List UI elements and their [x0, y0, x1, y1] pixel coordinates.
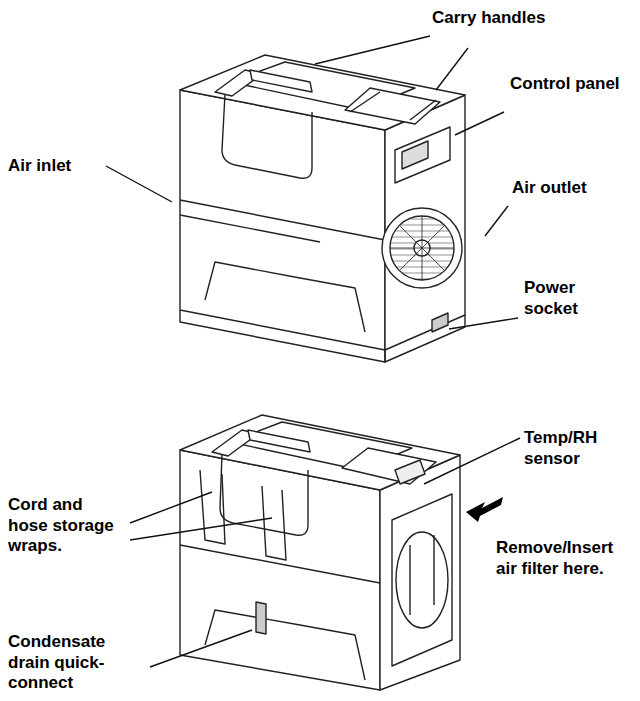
part-label: Temp/RH sensor: [524, 428, 634, 469]
instruction-label: Remove/Insert air filter here.: [496, 538, 636, 579]
part-label: Control panel: [510, 74, 620, 95]
leader-lines: [106, 36, 520, 667]
bottom-unit: [180, 415, 460, 690]
insert-arrow: [466, 497, 503, 522]
part-label: Cord and hose storage wraps.: [8, 495, 120, 557]
top-unit: [180, 55, 465, 362]
part-label: Condensate drain quick-connect: [8, 632, 113, 694]
part-label: Carry handles: [432, 8, 602, 29]
part-label: Air outlet: [512, 178, 632, 199]
part-label: Power socket: [524, 278, 614, 319]
part-label: Air inlet: [8, 156, 128, 177]
